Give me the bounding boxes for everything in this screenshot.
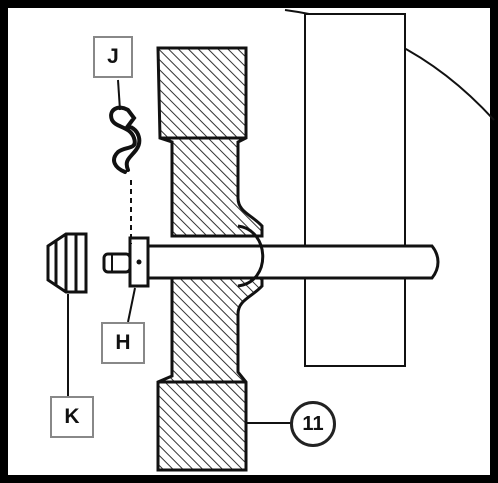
axle-shaft [146,244,440,280]
part-number-callout: 11 [290,401,336,447]
callout-label-h: H [101,322,145,364]
hub-bulge [237,224,265,288]
wheel-lower-section [156,274,264,472]
leader-j [117,79,121,111]
callout-label-k: K [50,396,94,438]
hairpin-clip [109,105,142,174]
pin-hole [136,259,142,265]
callout-label-j: J [93,36,133,78]
axle-tip [102,252,132,274]
leader-h [127,287,136,323]
bracket-plate [304,13,406,367]
wheel-upper-section [156,46,264,238]
